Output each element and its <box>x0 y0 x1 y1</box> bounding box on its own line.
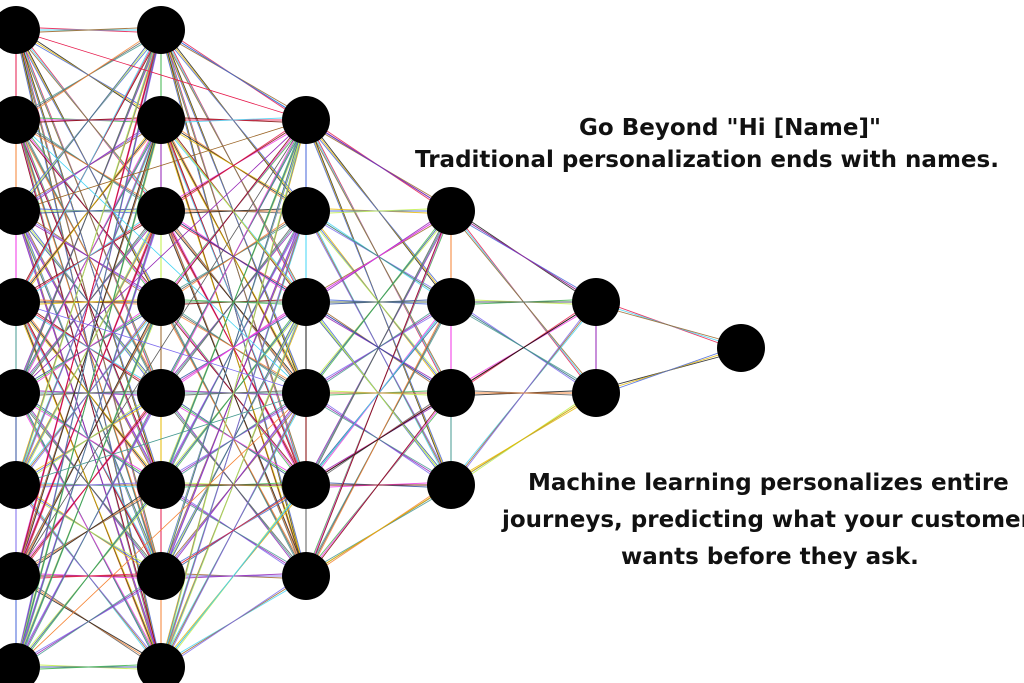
network-edge <box>160 572 307 671</box>
network-node <box>282 187 330 235</box>
network-edge <box>15 26 162 306</box>
body-line: wants before they ask. <box>621 544 919 570</box>
headline: Go Beyond "Hi [Name]" Traditional person… <box>400 112 1024 176</box>
network-node <box>0 96 40 144</box>
network-edge <box>160 116 307 489</box>
network-edge <box>15 26 162 671</box>
network-edge <box>160 116 307 215</box>
network-node <box>282 96 330 144</box>
network-edge <box>15 207 162 671</box>
network-edge <box>595 344 742 397</box>
network-node <box>137 552 185 600</box>
network-node <box>572 369 620 417</box>
network-edge <box>15 26 162 397</box>
network-edge <box>15 392 307 486</box>
network-node <box>0 461 40 509</box>
network-edge <box>160 298 307 671</box>
network-node <box>0 643 40 683</box>
network-node <box>137 96 185 144</box>
network-node <box>282 552 330 600</box>
network-node <box>282 369 330 417</box>
headline-subtitle: Traditional personalization ends with na… <box>415 147 999 173</box>
network-edge <box>160 32 307 483</box>
network-edge <box>15 26 162 215</box>
network-edge <box>160 116 307 580</box>
network-edge <box>15 26 162 580</box>
network-node <box>427 187 475 235</box>
network-edge <box>15 389 162 671</box>
body-line: Machine learning personalizes entire <box>528 470 1009 496</box>
network-edge <box>15 572 162 671</box>
network-edge <box>15 663 162 671</box>
network-node <box>572 278 620 326</box>
network-edge <box>15 119 307 212</box>
network-edge <box>160 116 307 671</box>
network-edge <box>450 298 597 489</box>
network-node <box>0 278 40 326</box>
network-node <box>137 461 185 509</box>
network-node <box>137 187 185 235</box>
network-edge <box>595 304 742 346</box>
body-text: Machine learning personalizes entire jou… <box>496 465 1024 576</box>
network-node <box>137 643 185 683</box>
network-edge <box>15 119 307 394</box>
network-edge <box>15 298 162 671</box>
network-edge <box>305 207 452 215</box>
network-edge <box>15 116 162 671</box>
network-edge <box>305 389 452 580</box>
network-node <box>137 278 185 326</box>
network-edge <box>15 26 162 34</box>
headline-title: Go Beyond "Hi [Name]" <box>579 115 881 141</box>
network-node <box>427 278 475 326</box>
network-node <box>427 369 475 417</box>
network-node <box>717 324 765 372</box>
network-node <box>282 278 330 326</box>
network-edge <box>15 29 307 121</box>
network-node <box>0 6 40 54</box>
body-line: journeys, predicting what your customer <box>502 507 1024 533</box>
network-node <box>282 461 330 509</box>
network-edge <box>15 392 307 668</box>
network-node <box>0 552 40 600</box>
network-edge <box>15 26 162 489</box>
network-node <box>427 461 475 509</box>
network-edge <box>160 116 307 124</box>
network-node <box>137 369 185 417</box>
network-edge <box>15 119 307 577</box>
network-edge <box>15 481 162 671</box>
network-edge <box>305 207 452 489</box>
network-edge <box>160 207 307 671</box>
network-node <box>137 6 185 54</box>
network-node <box>0 187 40 235</box>
network-nodes <box>0 6 765 683</box>
network-edge <box>15 26 162 124</box>
network-node <box>0 369 40 417</box>
